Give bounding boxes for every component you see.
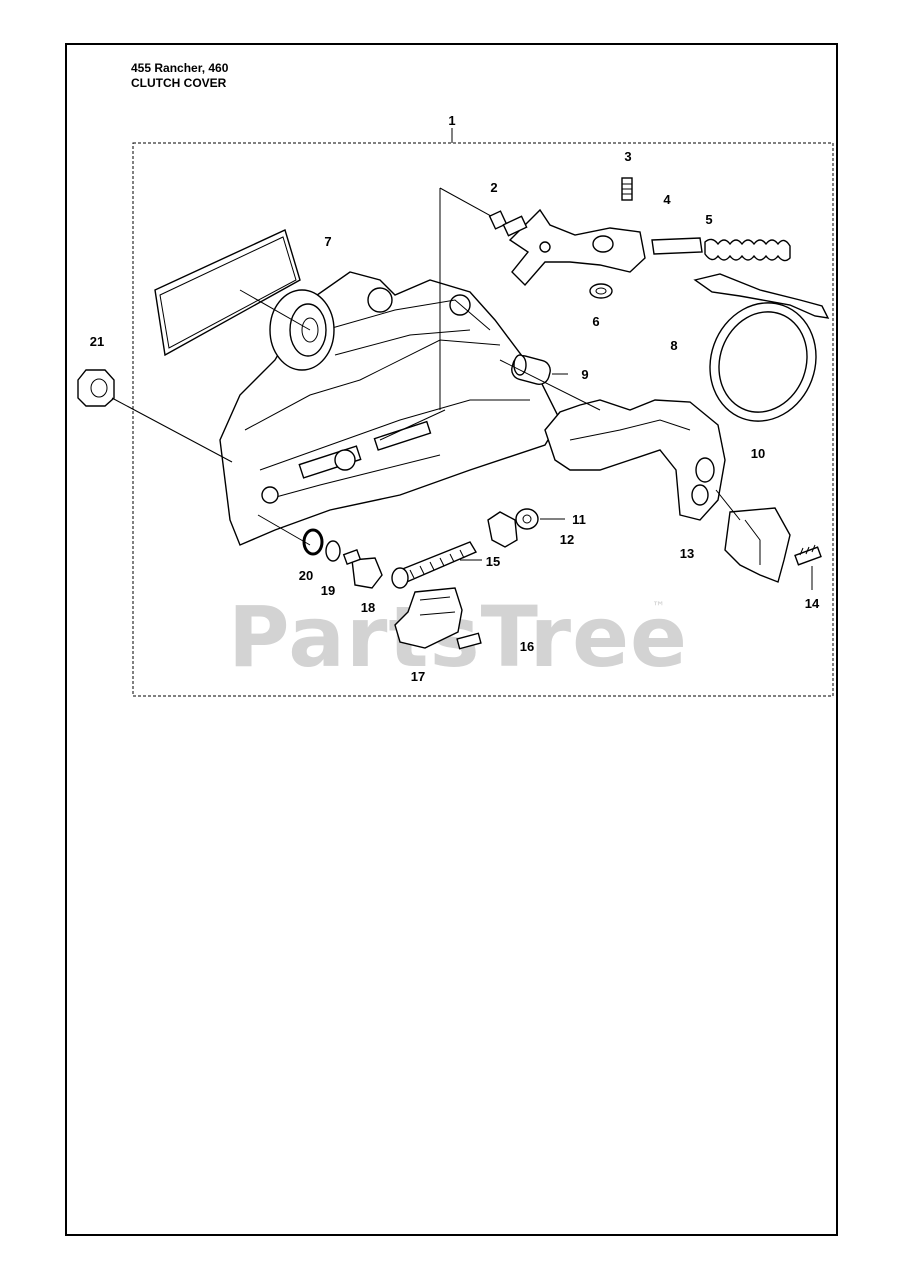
screw-14 <box>794 544 822 566</box>
callout-10: 10 <box>751 446 765 461</box>
callout-8: 8 <box>670 338 677 353</box>
assembly-boundary <box>132 142 834 697</box>
callout-5: 5 <box>705 212 712 227</box>
washer-6 <box>589 283 613 299</box>
cover-plate-10 <box>544 399 726 521</box>
callout-11: 11 <box>572 512 586 527</box>
callout-21: 21 <box>90 334 104 349</box>
callout-2: 2 <box>490 180 497 195</box>
callout-4: 4 <box>663 192 671 207</box>
spring-5 <box>651 237 791 262</box>
callout-9: 9 <box>581 367 588 382</box>
callout-12: 12 <box>560 532 574 547</box>
nut-21 <box>77 369 115 407</box>
callout-19: 19 <box>321 583 335 598</box>
callout-3: 3 <box>624 149 631 164</box>
pin-2 <box>488 210 528 237</box>
callout-20: 20 <box>299 568 313 583</box>
callout-18: 18 <box>361 600 375 615</box>
diagram-header: 455 Rancher, 460 CLUTCH COVER <box>131 61 228 91</box>
adjuster-18 <box>342 549 383 589</box>
tensioner-screw-15 <box>391 541 478 589</box>
callout-1: 1 <box>448 113 455 128</box>
callout-17: 17 <box>411 669 425 684</box>
screw-3 <box>621 177 633 201</box>
o-ring-20 <box>302 528 324 556</box>
callout-15: 15 <box>486 554 500 569</box>
stud-12 <box>487 511 518 548</box>
page-frame <box>65 43 838 1236</box>
callout-14: 14 <box>805 596 820 611</box>
callout-6: 6 <box>592 314 599 329</box>
brake-band-8 <box>693 273 830 422</box>
screw-16 <box>456 632 482 650</box>
bushing-9 <box>511 354 551 385</box>
callout-13: 13 <box>680 546 694 561</box>
washer-19 <box>325 540 341 562</box>
model-title: 455 Rancher, 460 <box>131 61 229 75</box>
chain-catcher-17 <box>394 587 463 649</box>
nut-11 <box>515 508 539 530</box>
decal-7 <box>154 229 301 357</box>
clutch-cover-body <box>219 271 561 546</box>
callout-7: 7 <box>324 234 331 249</box>
bar-holder-13 <box>724 507 791 583</box>
section-title: CLUTCH COVER <box>131 76 227 90</box>
clutch-drum <box>269 289 335 371</box>
brake-lever-4 <box>508 208 646 287</box>
callout-16: 16 <box>520 639 534 654</box>
trademark-symbol: ™ <box>652 600 665 615</box>
